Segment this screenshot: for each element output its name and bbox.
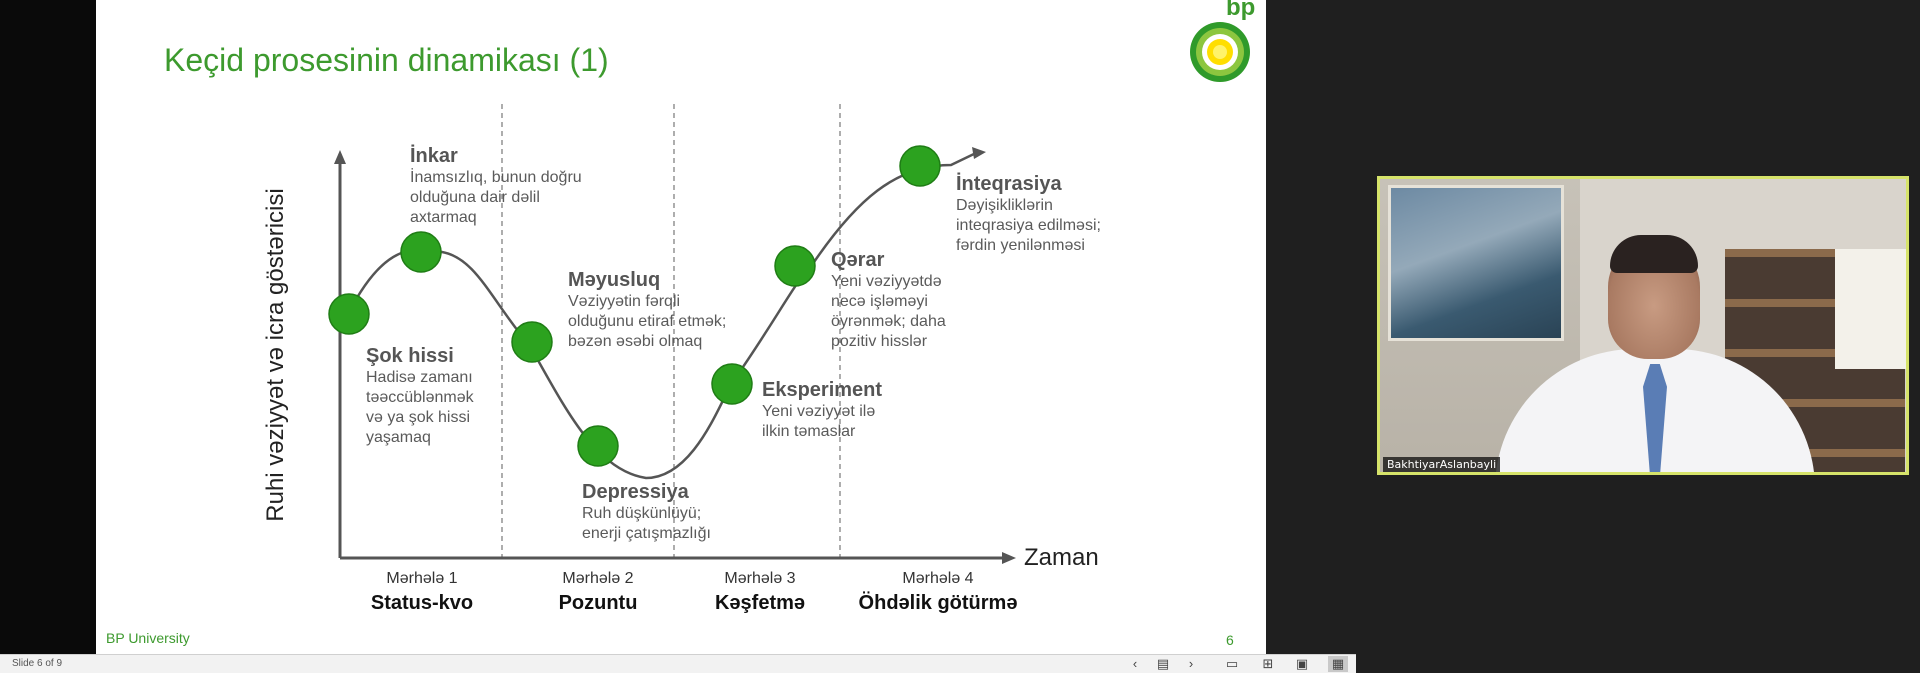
phase-heading: İnkar — [410, 145, 458, 167]
presentation-slide: Keçid prosesinin dinamikası (1) bp — [96, 0, 1266, 654]
phase-text-line: yaşamaq — [366, 429, 431, 446]
phase-heading: İnteqrasiya — [956, 173, 1062, 195]
phase-text-line: və ya şok hissi — [366, 409, 471, 426]
phase-heading: Depressiya — [582, 481, 689, 503]
stage-number: Mərhələ 3 — [724, 570, 796, 587]
stage-number: Mərhələ 1 — [386, 570, 458, 587]
slide-page-number: 6 — [1226, 632, 1234, 648]
slideshow-icon[interactable]: ▦ — [1328, 656, 1348, 672]
stage-3: Mərhələ 3 Kəşfetmə — [660, 570, 860, 615]
slide-menu-icon[interactable]: ▤ — [1156, 656, 1170, 671]
slide-count: Slide 6 of 9 — [12, 658, 63, 669]
phase-depression: Depressiya Ruh düşkünlüyü; enerji çatışm… — [582, 480, 711, 544]
phase-text-line: öyrənmək; daha — [831, 313, 946, 330]
phase-text-line: Yeni vəziyyətdə — [831, 273, 942, 290]
phase-heading: Eksperiment — [762, 379, 883, 401]
stage-number: Mərhələ 4 — [902, 570, 974, 587]
change-curve-line — [346, 151, 977, 480]
node-shock — [328, 293, 370, 335]
stage-title: Status-kvo — [370, 592, 474, 614]
phase-integration: İnteqrasiya Dəyişikliklərin inteqrasiya … — [956, 172, 1101, 256]
participant-hair — [1610, 235, 1698, 273]
y-axis-label: Ruhi vəziyyət və icra göstəricisi — [262, 188, 289, 522]
node-denial — [400, 231, 442, 273]
bp-logo-text: bp — [1226, 0, 1256, 21]
phase-shock: Şok hissi Hadisə zamanı təəccüblənmək və… — [366, 344, 474, 448]
stage-1: Mərhələ 1 Status-kvo — [322, 570, 522, 615]
phase-text-line: necə işləməyi — [831, 293, 928, 310]
slide-title: Keçid prosesinin dinamikası (1) — [164, 42, 609, 78]
phase-decision: Qərar Yeni vəziyyətdə necə işləməyi öyrə… — [831, 248, 946, 352]
node-depression — [577, 425, 619, 467]
stage-4: Mərhələ 4 Öhdəlik götürmə — [838, 570, 1038, 615]
phase-heading: Qərar — [831, 249, 885, 271]
phase-text-line: Hadisə zamanı — [366, 369, 473, 386]
phase-experiment: Eksperiment Yeni vəziyyət ilə ilkin təma… — [762, 378, 882, 442]
presentation-statusbar: Slide 6 of 9 ‹ ▤ › ▭ ⊞ ▣ ▦ — [0, 654, 1356, 673]
prev-icon[interactable]: ‹ — [1132, 656, 1138, 671]
phase-text-line: İnamsızlıq, bunun doğru — [410, 169, 582, 186]
next-icon[interactable]: › — [1188, 656, 1194, 671]
phase-text-line: pozitiv hisslər — [831, 333, 928, 350]
x-axis-arrow-icon — [1002, 552, 1016, 564]
bp-helios-icon — [1190, 22, 1250, 82]
phase-text-line: inteqrasiya edilməsi; — [956, 217, 1101, 234]
curve-arrow-icon — [972, 147, 986, 159]
left-black-bar — [0, 0, 96, 654]
stage-title: Öhdəlik götürmə — [858, 592, 1018, 614]
normal-view-icon[interactable]: ▭ — [1225, 656, 1239, 671]
curve-nodes — [328, 145, 941, 467]
slide-footer: BP University — [106, 630, 190, 646]
phase-heading: Məyusluq — [568, 269, 661, 291]
reading-view-icon[interactable]: ▣ — [1295, 656, 1309, 671]
phase-text-line: Ruh düşkünlüyü; — [582, 505, 702, 522]
stage-2: Mərhələ 2 Pozuntu — [498, 570, 698, 615]
change-curve-diagram — [328, 104, 1016, 564]
phase-text-line: Vəziyyətin fərqli — [568, 293, 681, 310]
background-painting — [1388, 185, 1564, 341]
phase-text-line: axtarmaq — [410, 209, 477, 226]
phase-text-line: olduğunu etiraf etmək; — [568, 313, 727, 330]
participant-video-tile[interactable]: BakhtiyarAslanbayli — [1377, 176, 1909, 475]
x-axis-label: Zaman — [1024, 544, 1099, 571]
phase-text-line: təəccüblənmək — [366, 389, 474, 406]
phase-text-line: Yeni vəziyyət ilə — [762, 403, 876, 420]
node-disappointment — [511, 321, 553, 363]
phase-disappointment: Məyusluq Vəziyyətin fərqli olduğunu etir… — [568, 268, 726, 352]
stage-number: Mərhələ 2 — [562, 570, 634, 587]
stage-title: Pozuntu — [558, 592, 638, 614]
participant-name-tag: BakhtiyarAslanbayli — [1383, 457, 1501, 472]
stage-title: Kəşfetmə — [714, 592, 806, 614]
node-integration — [899, 145, 941, 187]
y-axis-arrow-icon — [334, 150, 346, 164]
slide-sorter-icon[interactable]: ⊞ — [1262, 656, 1274, 671]
node-experiment — [711, 363, 753, 405]
phase-text-line: bəzən əsəbi olmaq — [568, 333, 703, 350]
phase-heading: Şok hissi — [366, 345, 454, 367]
phase-text-line: olduğuna dair dəlil — [410, 189, 540, 206]
background-window — [1835, 249, 1906, 369]
phase-text-line: fərdin yenilənməsi — [956, 237, 1085, 254]
phase-denial: İnkar İnamsızlıq, bunun doğru olduğuna d… — [410, 144, 582, 228]
node-decision — [774, 245, 816, 287]
phase-text-line: ilkin təmaslar — [762, 423, 856, 440]
phase-text-line: Dəyişikliklərin — [956, 197, 1053, 214]
phase-text-line: enerji çatışmazlığı — [582, 525, 711, 542]
